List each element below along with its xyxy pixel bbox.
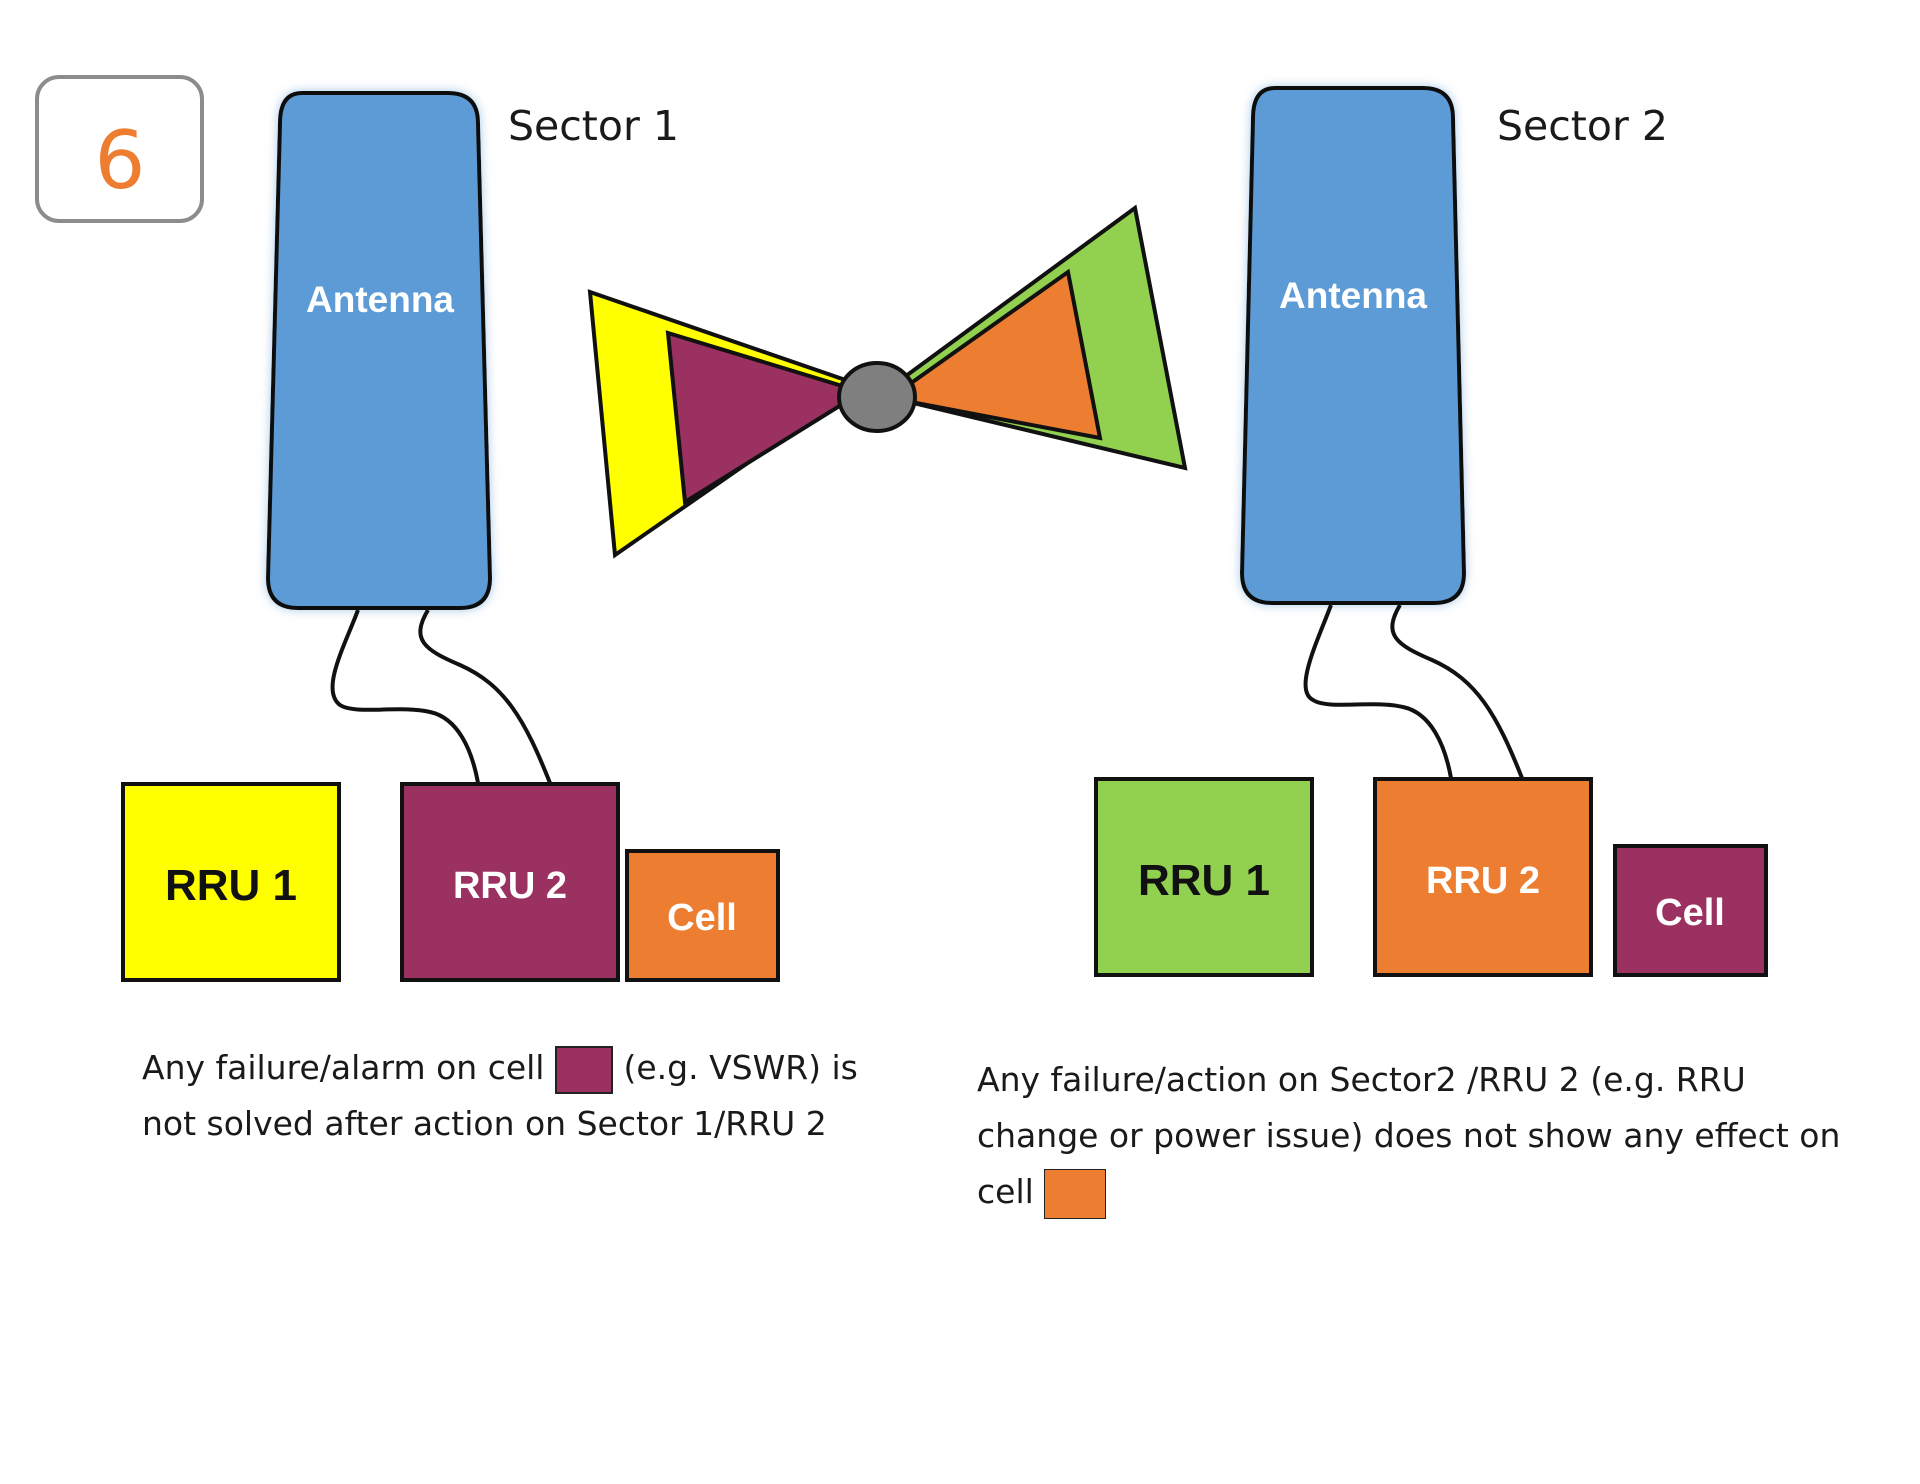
coverage-right-inner <box>885 268 1103 441</box>
sector-1-cable-a <box>330 609 480 784</box>
sector-1-note-text-a: Any failure/alarm on cell <box>142 1048 555 1087</box>
coverage-left-inner <box>665 330 867 506</box>
sector-1-rru1 <box>121 782 341 982</box>
sector-1-label: Sector 1 <box>508 102 679 150</box>
sector-1: Antenna Sector 1 RRU 1 RRU 2 Cell <box>121 91 780 982</box>
sector-2-rru1 <box>1094 777 1314 977</box>
sector-2-note-text: Any failure/action on Sector2 /RRU 2 (e.… <box>977 1060 1841 1211</box>
sector-1-antenna <box>265 91 493 610</box>
site-hub <box>837 361 917 433</box>
sector-2: Antenna Sector 2 RRU 1 RRU 2 Cell <box>1094 86 1768 977</box>
sector-2-cell-label: Cell <box>1655 892 1725 934</box>
sector-1-rru2-label: RRU 2 <box>453 865 567 907</box>
sector-1-note-text-b: (e.g. VSWR) is not solved after action o… <box>142 1048 858 1143</box>
sector-1-antenna-label: Antenna <box>306 279 454 320</box>
sector-1-cable-b <box>418 608 552 784</box>
sector-2-antenna <box>1239 86 1467 605</box>
sector-2-cell <box>1613 844 1768 977</box>
sector-2-antenna-label: Antenna <box>1279 275 1427 316</box>
purple-cell-swatch <box>554 1045 613 1094</box>
step-badge: 6 <box>35 75 204 223</box>
sector-1-rru1-label: RRU 1 <box>165 861 297 910</box>
orange-cell-swatch <box>1044 1168 1107 1219</box>
sector-2-label: Sector 2 <box>1497 102 1668 150</box>
sector-2-cable-a <box>1303 604 1453 779</box>
sector-1-rru2 <box>400 782 620 982</box>
sector-2-cable-b <box>1390 603 1524 779</box>
sector-1-cell-label: Cell <box>667 897 737 939</box>
coverage-bowtie <box>587 204 1188 559</box>
step-number: 6 <box>95 114 146 207</box>
sector-1-note: Any failure/alarm on cell (e.g. VSWR) is… <box>142 1040 922 1152</box>
sector-1-cell <box>625 849 780 982</box>
sector-2-rru2 <box>1373 777 1593 977</box>
sector-2-note: Any failure/action on Sector2 /RRU 2 (e.… <box>977 1052 1877 1220</box>
sector-2-rru1-label: RRU 1 <box>1138 856 1270 905</box>
sector-2-rru2-label: RRU 2 <box>1426 860 1540 902</box>
